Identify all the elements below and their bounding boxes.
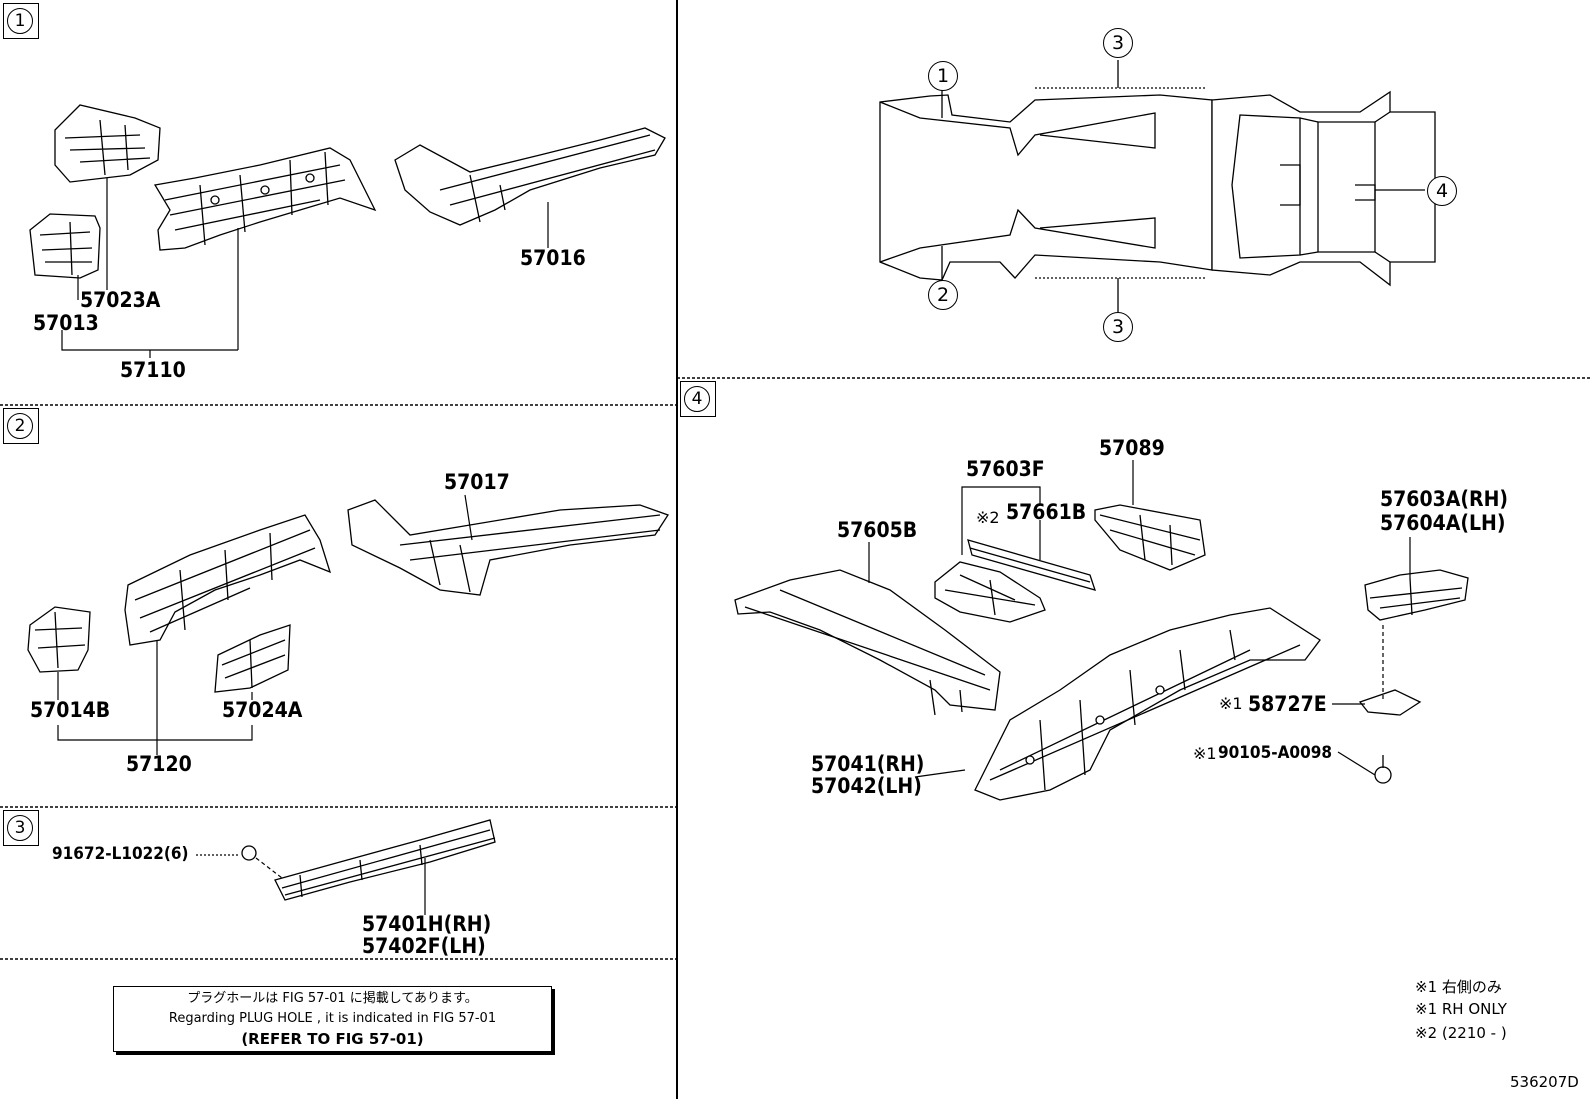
overview-callout-2[interactable]: 2 (928, 280, 958, 310)
overview-callout-3-top[interactable]: 3 (1103, 28, 1133, 58)
part-57661B[interactable]: 57661B (1006, 500, 1087, 524)
section-4-number: 4 (684, 386, 710, 412)
part-57016[interactable]: 57016 (520, 246, 586, 270)
part-57661B-note-mark: ※2 (976, 508, 1000, 527)
part-57603A-rh[interactable]: 57603A(RH) (1380, 487, 1509, 511)
overview-callout-3-bottom[interactable]: 3 (1103, 312, 1133, 342)
section-4-parts (734, 504, 1469, 801)
section-1-number: 1 (7, 8, 33, 34)
figure-id: 536207D (1510, 1073, 1579, 1091)
note-refer-to-fig[interactable]: (REFER TO FIG 57-01) (241, 1030, 424, 1048)
section-2-number: 2 (7, 413, 33, 439)
footnote-1-english: ※1 RH ONLY (1415, 1000, 1507, 1018)
part-57402F-lh[interactable]: 57402F(LH) (362, 934, 486, 958)
part-57604A-lh[interactable]: 57604A(LH) (1380, 511, 1506, 535)
part-57013[interactable]: 57013 (33, 311, 99, 335)
part-57042-lh[interactable]: 57042(LH) (811, 774, 922, 798)
section-4-leaders (868, 460, 1411, 778)
section-1-label: 1 (3, 3, 39, 39)
part-57603F[interactable]: 57603F (966, 457, 1045, 481)
section-4-label: 4 (680, 381, 716, 417)
note-line-japanese: プラグホールは FIG 57-01 に掲載してあります。 (187, 991, 478, 1006)
section-2-leaders (57, 494, 473, 755)
section-3-label: 3 (3, 810, 39, 846)
footnote-2: ※2 (2210 - ) (1415, 1024, 1507, 1042)
part-57024A[interactable]: 57024A (222, 698, 303, 722)
overview-callout-1[interactable]: 1 (928, 61, 958, 91)
section-3-number: 3 (7, 815, 33, 841)
overview-callout-4[interactable]: 4 (1427, 176, 1457, 206)
underbody-overview (879, 60, 1436, 312)
part-57401H-rh[interactable]: 57401H(RH) (362, 912, 492, 936)
part-57014B[interactable]: 57014B (30, 698, 111, 722)
section-1-parts (29, 104, 666, 279)
part-57017[interactable]: 57017 (444, 470, 510, 494)
section-3-parts (241, 819, 496, 901)
part-57605B[interactable]: 57605B (837, 518, 918, 542)
plug-hole-reference-note: プラグホールは FIG 57-01 に掲載してあります。 Regarding P… (113, 986, 552, 1052)
part-58727E-note-mark: ※1 (1219, 694, 1243, 713)
section-3-leaders (196, 854, 426, 915)
section-2-label: 2 (3, 408, 39, 444)
note-line-english: Regarding PLUG HOLE , it is indicated in… (168, 1011, 497, 1026)
part-91672-L1022[interactable]: 91672-L1022(6) (52, 844, 189, 864)
part-58727E[interactable]: 58727E (1248, 692, 1327, 716)
part-57023A[interactable]: 57023A (80, 288, 161, 312)
section-2-parts (27, 499, 669, 693)
part-57041-rh[interactable]: 57041(RH) (811, 752, 925, 776)
footnote-1-japanese: ※1 右側のみ (1415, 978, 1502, 996)
part-90105-A0098[interactable]: 90105-A0098 (1218, 743, 1333, 763)
section-1-leaders (61, 178, 549, 358)
part-90105-note-mark: ※1 (1193, 744, 1217, 763)
part-57089[interactable]: 57089 (1099, 436, 1165, 460)
part-57110[interactable]: 57110 (120, 358, 186, 382)
part-57120[interactable]: 57120 (126, 752, 192, 776)
